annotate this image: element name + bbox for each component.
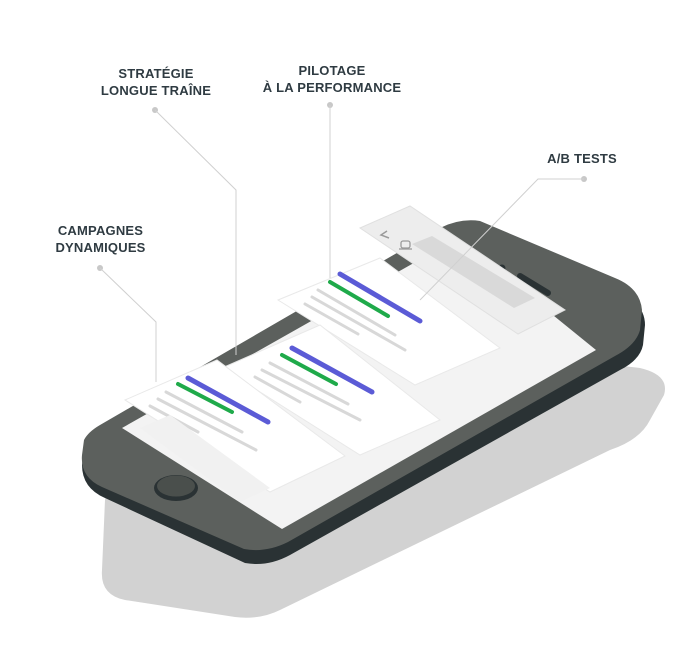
label-pilotage-line1: PILOTAGE (298, 63, 366, 78)
result-card-bottom (123, 359, 346, 502)
browser-bar (358, 205, 566, 335)
connector-strategie (152, 107, 237, 355)
label-abtests-line1: A/B TESTS (547, 151, 617, 166)
label-campagnes-line2: DYNAMIQUES (55, 240, 146, 255)
label-strategie-line1: STRATÉGIE (118, 66, 194, 81)
label-pilotage-line2: À LA PERFORMANCE (262, 80, 402, 95)
label-strategie-line2: LONGUE TRAÎNE (100, 83, 212, 98)
label-pilotage-performance: PILOTAGE À LA PERFORMANCE (258, 62, 406, 96)
connector-pilotage (327, 102, 333, 278)
result-card-middle (220, 324, 441, 456)
connector-campagnes (97, 265, 157, 382)
result-card-top (276, 257, 501, 386)
chevron-left-icon[interactable] (379, 230, 390, 239)
home-button[interactable] (154, 475, 198, 501)
phone-speaker (517, 273, 551, 296)
label-ab-tests: A/B TESTS (540, 150, 624, 167)
label-campagnes-dynamiques: CAMPAGNES DYNAMIQUES (48, 222, 153, 256)
label-campagnes-line1: CAMPAGNES (57, 223, 144, 238)
bell-icon[interactable] (399, 240, 412, 250)
label-strategie-longue-traine: STRATÉGIE LONGUE TRAÎNE (97, 65, 215, 99)
connector-abtests (419, 176, 587, 301)
